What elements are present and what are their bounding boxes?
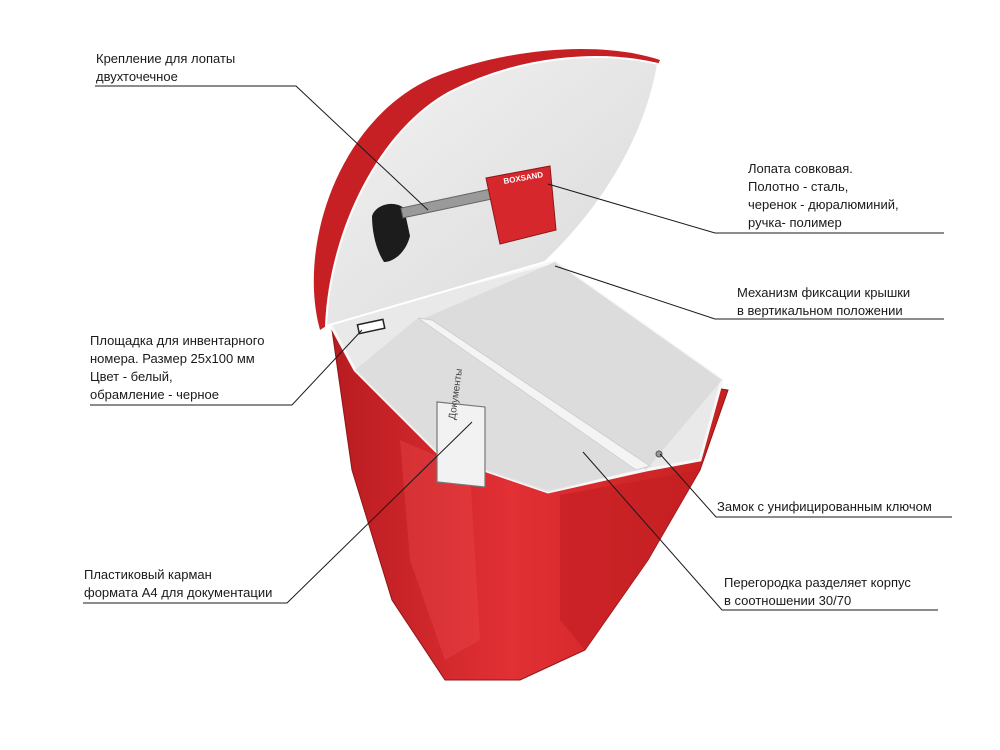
box-body-highlight	[400, 440, 480, 660]
inventory-plate	[356, 318, 386, 335]
callout-document-pocket: Пластиковый карман формата А4 для докуме…	[84, 567, 273, 600]
shovel-blade	[485, 165, 557, 245]
leader-document-pocket	[83, 421, 473, 604]
box-body-facet	[560, 470, 700, 650]
interior-floor-left	[355, 318, 636, 492]
key-lock	[655, 450, 663, 458]
interior-back-wall	[420, 262, 722, 470]
callout-key-lock: Замок с унифицированным ключом	[717, 499, 932, 514]
leader-shovel	[547, 183, 944, 234]
document-pocket	[436, 401, 486, 488]
callout-lid-lock-mechanism: Механизм фиксации крышки в вертикальном …	[737, 285, 911, 318]
leader-partition	[582, 451, 938, 611]
callout-inventory-plate: Площадка для инвентарного номера. Размер…	[90, 333, 265, 402]
leader-lid-lock-mechanism	[554, 265, 944, 320]
callout-shovel: Лопата совковая. Полотно - сталь, черено…	[748, 161, 899, 230]
callout-shovel-mount: Крепление для лопаты двухточечное	[96, 51, 236, 84]
leader-shovel-mount	[95, 85, 429, 211]
shovel: BOXSAND	[372, 165, 557, 262]
leader-key-lock	[659, 453, 952, 518]
shovel-handle-grip	[372, 203, 410, 262]
leader-inventory-plate	[90, 329, 363, 406]
callout-partition: Перегородка разделяет корпус в соотношен…	[724, 575, 911, 608]
leader-lines	[83, 85, 952, 611]
